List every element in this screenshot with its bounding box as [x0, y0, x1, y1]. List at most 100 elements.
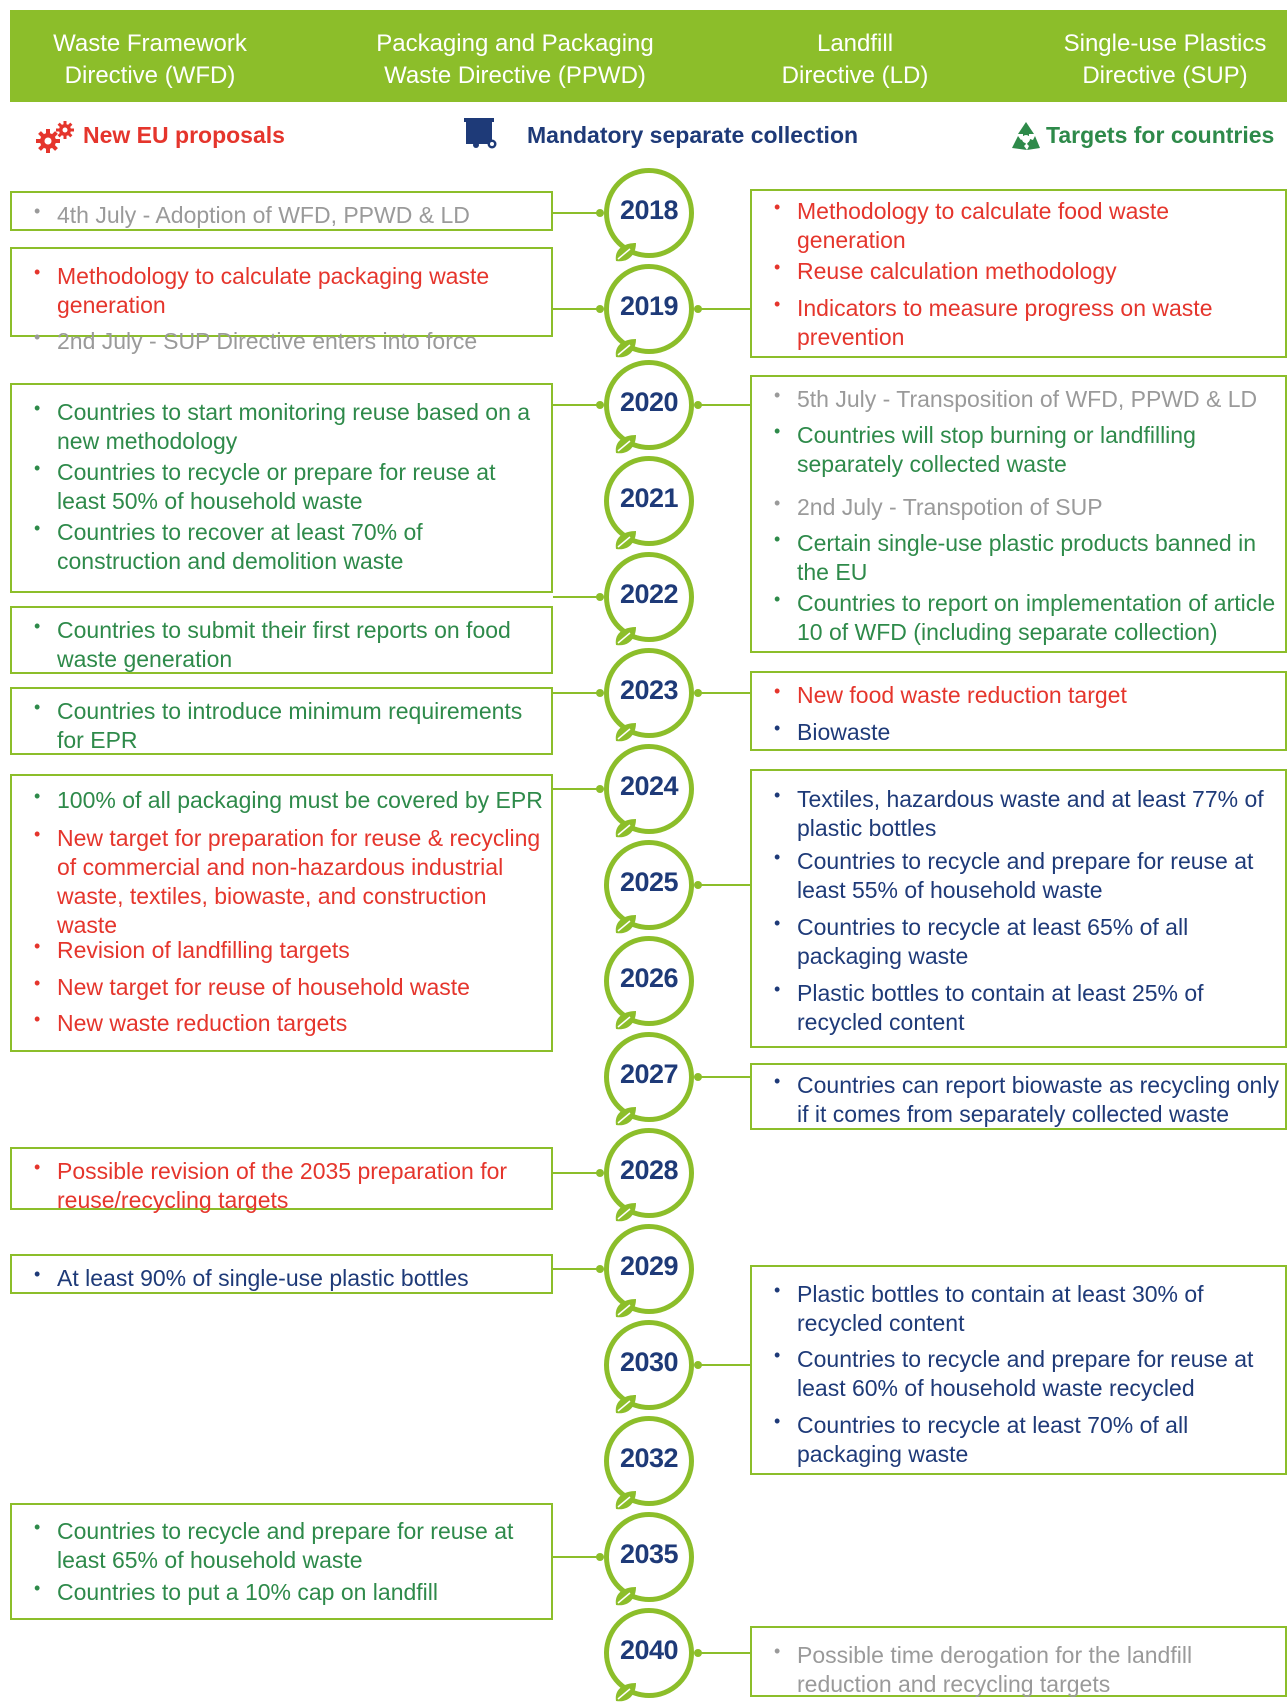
right-event-box: • Plastic bottles to contain at least 30%… [750, 1265, 1287, 1475]
connector-dot [596, 689, 604, 697]
connector-dot [596, 1265, 604, 1273]
year-label: 2019 [619, 291, 679, 321]
left-event-box: •At least 90% of single-use plastic bott… [10, 1254, 553, 1294]
event-text: Countries to submit their first reports … [57, 617, 511, 672]
year-label: 2023 [619, 675, 679, 705]
event-text: New target for preparation for reuse & r… [57, 825, 541, 938]
bullet-icon: • [774, 1345, 781, 1365]
event-text: New target for reuse of household waste [57, 974, 470, 1000]
bullet-icon: • [774, 1071, 781, 1091]
year-label: 2029 [619, 1251, 679, 1281]
header-col-ld: Landfill Directive (LD) [730, 28, 980, 92]
gears-icon [36, 121, 74, 153]
header-col-line2: Directive (SUP) [1082, 62, 1248, 89]
year-label: 2026 [619, 963, 679, 993]
bullet-icon: • [774, 785, 781, 805]
year-label: 2021 [619, 483, 679, 513]
connector-dot [596, 401, 604, 409]
year-label: 2025 [619, 867, 679, 897]
left-event-box: • Countries to recycle and prepare for re… [10, 1503, 553, 1620]
year-label: 2018 [619, 195, 679, 225]
leaf-icon [615, 723, 636, 742]
left-event-box: •Countries to introduce minimum requirem… [10, 687, 553, 755]
recycle-icon [1012, 122, 1040, 150]
bullet-icon: • [34, 262, 41, 282]
event-text: 100% of all packaging must be covered by… [57, 787, 543, 813]
leaf-icon [615, 1203, 636, 1222]
leaf-icon [615, 1299, 636, 1318]
event-text: Countries to recycle and prepare for reu… [57, 1518, 514, 1573]
event-text: Possible time derogation for the landfil… [797, 1642, 1193, 1697]
bullet-icon: • [34, 518, 41, 538]
event-text: 2nd July - SUP Directive enters into for… [57, 328, 478, 354]
bullet-icon: • [774, 589, 781, 609]
event-text: Possible revision of the 2035 preparatio… [57, 1158, 508, 1213]
bullet-icon: • [774, 1411, 781, 1431]
event-text: Textiles, hazardous waste and at least 7… [797, 786, 1264, 841]
year-marker-2027: 2027 [604, 1032, 694, 1126]
year-label: 2028 [619, 1155, 679, 1185]
year-marker-2021: 2021 [604, 456, 694, 550]
connector-dot [694, 881, 702, 889]
bullet-icon: • [774, 979, 781, 999]
bullet-icon: • [34, 973, 41, 993]
bullet-icon: • [774, 493, 781, 513]
leaf-icon [615, 1491, 636, 1510]
bullet-icon: • [34, 1578, 41, 1598]
year-label: 2020 [619, 387, 679, 417]
right-event-box: •Methodology to calculate food waste gen… [750, 189, 1287, 358]
connector-dot [694, 1073, 702, 1081]
event-text: 4th July - Adoption of WFD, PPWD & LD [57, 202, 470, 228]
event-text: Reuse calculation methodology [797, 258, 1117, 284]
left-event-box: • Possible revision of the 2035 preparati… [10, 1147, 553, 1213]
year-label: 2032 [619, 1443, 679, 1473]
connector-dot [694, 401, 702, 409]
header-col-ppwd: Packaging and Packaging Waste Directive … [340, 28, 690, 92]
year-marker-2023: 2023 [604, 648, 694, 742]
bullet-icon: • [774, 421, 781, 441]
leaf-icon [615, 819, 636, 838]
year-label: 2027 [619, 1059, 679, 1089]
event-text: Revision of landfilling targets [57, 937, 350, 963]
connector-dot [694, 1649, 702, 1657]
bullet-icon: • [774, 257, 781, 277]
bullet-icon: • [34, 697, 41, 717]
right-event-box: •Countries can report biowaste as recycl… [750, 1063, 1287, 1130]
bullet-icon: • [34, 327, 41, 347]
event-text: New waste reduction targets [57, 1010, 348, 1036]
leaf-icon [615, 1011, 636, 1030]
year-marker-2020: 2020 [604, 360, 694, 454]
right-event-box: •New food waste reduction target•Biowast… [750, 671, 1287, 751]
connector-dot [694, 1361, 702, 1369]
year-marker-2025: 2025 [604, 840, 694, 934]
leaf-icon [615, 1395, 636, 1414]
event-text: Countries to recycle at least 65% of all… [797, 914, 1189, 969]
bullet-icon: • [774, 529, 781, 549]
leaf-icon [615, 531, 636, 550]
bullet-icon: • [34, 1157, 41, 1177]
connector-dot [596, 1553, 604, 1561]
leaf-icon [615, 915, 636, 934]
connector-dot [694, 305, 702, 313]
bullet-icon: • [34, 1517, 41, 1537]
event-text: Plastic bottles to contain at least 30% … [797, 1281, 1204, 1336]
right-event-box: • 5th July - Transposition of WFD, PPWD &… [750, 375, 1287, 653]
leaf-icon [615, 627, 636, 646]
event-text: Certain single-use plastic products bann… [797, 530, 1256, 585]
event-text: Countries to put a 10% cap on landfill [57, 1579, 439, 1605]
bullet-icon: • [34, 824, 41, 844]
event-text: Plastic bottles to contain at least 25% … [797, 980, 1204, 1035]
bullet-icon: • [34, 201, 41, 221]
leaf-icon [615, 1587, 636, 1606]
event-text: 5th July - Transposition of WFD, PPWD & … [797, 386, 1258, 412]
legend-targets-for-countries: Targets for countries [1046, 122, 1275, 148]
year-marker-2022: 2022 [604, 552, 694, 646]
connector-dot [596, 209, 604, 217]
year-label: 2030 [619, 1347, 679, 1377]
bullet-icon: • [34, 1264, 41, 1284]
event-text: Countries to recycle and prepare for reu… [797, 1346, 1254, 1401]
year-marker-2035: 2035 [604, 1512, 694, 1606]
event-text: Countries to report on implementation of… [797, 590, 1276, 645]
header-col-line1: Waste Framework [53, 30, 247, 57]
